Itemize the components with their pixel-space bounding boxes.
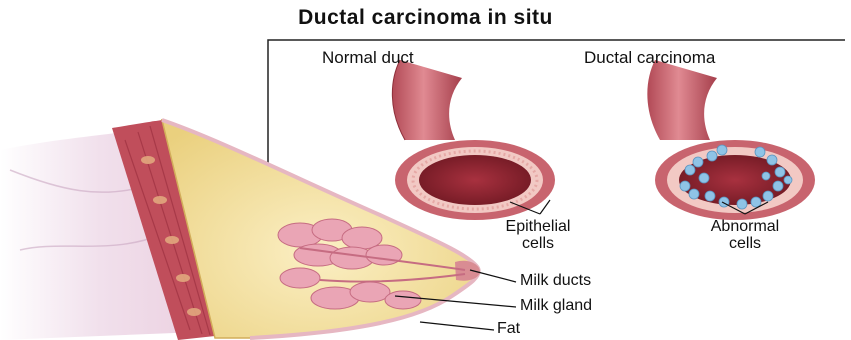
fat-label: Fat bbox=[497, 320, 520, 338]
page-title: Ductal carcinoma in situ bbox=[0, 6, 851, 30]
ductal-carcinoma-label: Ductal carcinoma bbox=[584, 48, 715, 68]
normal-duct bbox=[392, 60, 555, 220]
epithelial-cells-label: Epithelial cells bbox=[478, 218, 598, 252]
milk-gland-label: Milk gland bbox=[520, 297, 592, 315]
normal-duct-label: Normal duct bbox=[322, 48, 414, 68]
abnormal-cells-label: Abnormal cells bbox=[680, 218, 810, 252]
carcinoma-duct bbox=[647, 60, 815, 220]
milk-ducts-label: Milk ducts bbox=[520, 272, 591, 290]
